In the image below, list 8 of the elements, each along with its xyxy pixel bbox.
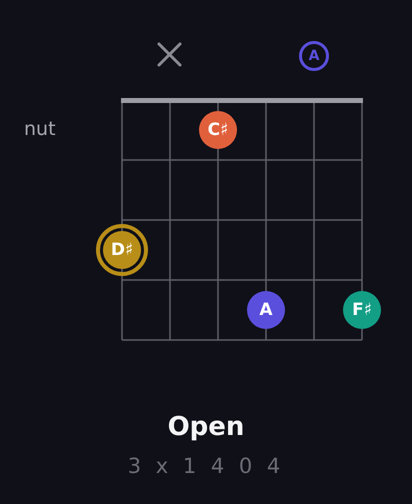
position-label: nut	[24, 118, 56, 140]
note-dot: F♯	[343, 291, 381, 329]
open-string-marker: A	[299, 41, 329, 71]
root-note-dot: D♯	[96, 224, 148, 276]
note-dot: C♯	[199, 111, 237, 149]
note-dot: A	[247, 291, 285, 329]
chord-name: Open	[168, 412, 244, 442]
fingering-text: 3 x 1 4 0 4	[128, 454, 284, 478]
